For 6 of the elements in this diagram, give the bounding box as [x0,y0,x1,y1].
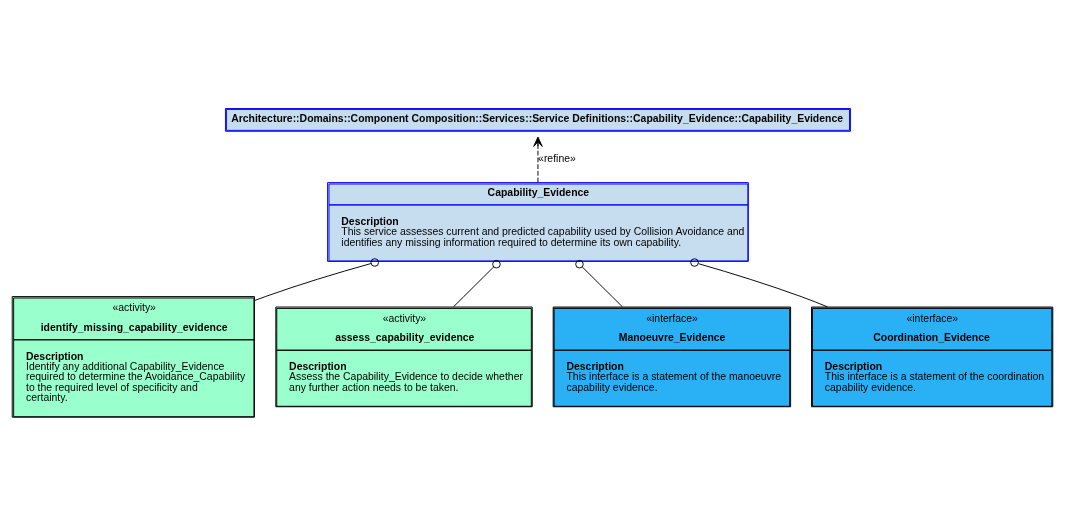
connector [254,258,380,301]
connector [575,259,623,308]
edge-label: «refine» [538,153,576,165]
connector [453,259,501,308]
arrow [533,136,543,183]
connector [690,258,829,308]
